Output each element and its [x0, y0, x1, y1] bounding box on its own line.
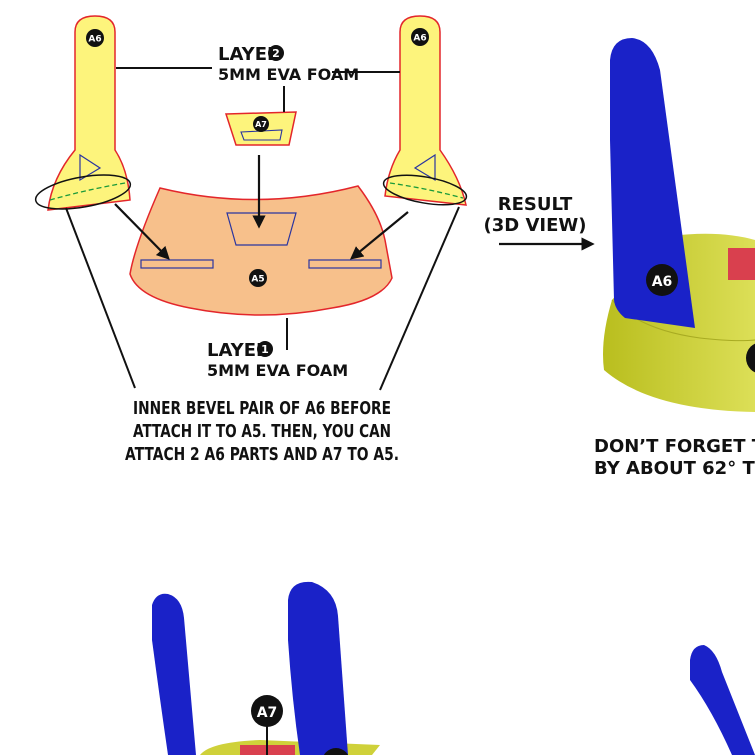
a6-label-left: A6 [88, 35, 101, 45]
a6-badge-left [86, 29, 104, 47]
a5-part: A5 [129, 185, 393, 316]
layer2-label: LAYER 2 5MM EVA FOAM [218, 44, 359, 84]
a6-part-right: A6 [382, 15, 468, 206]
tilt-note-line-1: DON’T FORGET TO TIL [594, 436, 755, 457]
a5-label: A5 [251, 275, 264, 285]
layer2-number: 2 [272, 47, 280, 60]
red-detail-3d [728, 248, 755, 280]
instruction-line-3: ATTACH 2 A6 PARTS AND A7 TO A5. [125, 444, 399, 465]
tilt-note: DON’T FORGET TO TIL BY ABOUT 62° TO MA [594, 436, 755, 479]
a6-placement-slot-left [140, 259, 214, 269]
a5-badge [249, 269, 267, 287]
layer1-number: 1 [261, 343, 269, 356]
tilt-triangle-marker-right [413, 153, 436, 182]
result-3d-model: A6 [603, 38, 755, 412]
instruction-text: INNER BEVEL PAIR OF A6 BEFORE ATTACH IT … [125, 398, 399, 465]
a6-badge-3d [646, 264, 678, 296]
a6-blue-fin-3d [610, 38, 695, 328]
result-title: RESULT [498, 194, 573, 215]
a6-badge-right [411, 28, 429, 46]
layer2-material: 5MM EVA FOAM [218, 65, 359, 84]
tilt-triangle-marker-left [79, 153, 102, 182]
a6-label-3d: A6 [652, 274, 673, 290]
a7-badge-bottom [251, 695, 283, 727]
tilt-note-line-2: BY ABOUT 62° TO MA [594, 458, 755, 479]
a7-label-bottom: A7 [257, 705, 278, 721]
bevel-highlight-ellipse-right [382, 174, 468, 206]
bevel-line-right [389, 182, 464, 199]
a7-badge [253, 116, 269, 132]
bottom-3d-model: A7 [152, 581, 755, 755]
placement-arrows [114, 155, 595, 260]
layer1-title: LAYER [207, 340, 270, 361]
instruction-line-2: ATTACH IT TO A5. THEN, YOU CAN [133, 421, 391, 442]
result-subtitle: (3D VIEW) [484, 215, 587, 236]
layer1-material: 5MM EVA FOAM [207, 361, 348, 380]
a6-blue-fin-bottom-right [690, 645, 755, 755]
instruction-line-1: INNER BEVEL PAIR OF A6 BEFORE [133, 398, 391, 419]
a6-blue-fin-bottom-center [288, 581, 348, 755]
a6-blue-fin-bottom-left [152, 593, 196, 755]
layer1-label: LAYER 1 5MM EVA FOAM [207, 340, 348, 380]
bevel-highlight-ellipse-left [34, 174, 132, 210]
a6-placement-slot-right [308, 259, 382, 269]
partial-badge-3d [746, 343, 755, 373]
a6-label-right: A6 [413, 34, 426, 44]
a7-label: A7 [255, 120, 267, 129]
a7-placement-slot [226, 212, 297, 246]
result-label: RESULT (3D VIEW) [484, 194, 587, 236]
a6-part-left: A6 [34, 15, 132, 211]
layer2-title: LAYER [218, 44, 281, 65]
a7-part: A7 [224, 111, 297, 146]
connector-lines [65, 67, 460, 391]
